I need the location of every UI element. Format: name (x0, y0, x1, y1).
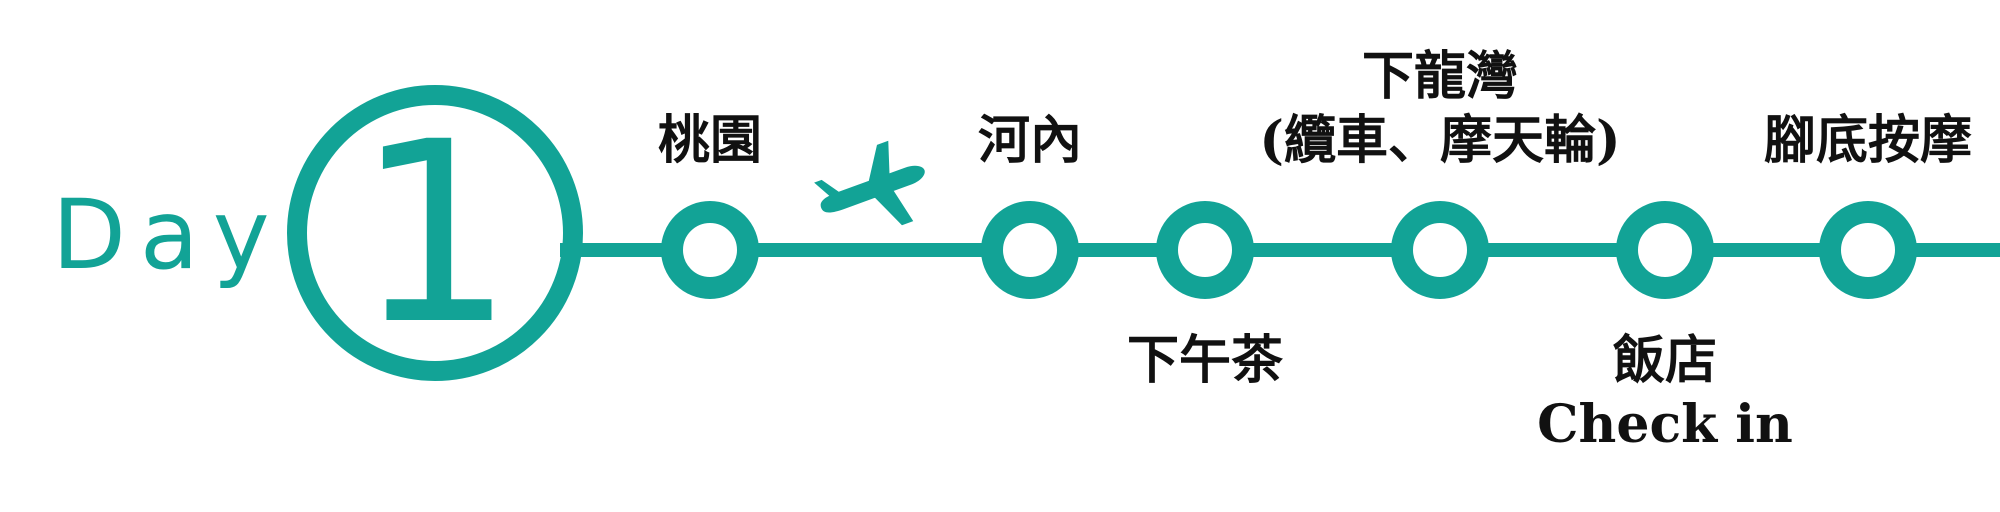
stop-node-afternoon-tea (1156, 201, 1254, 299)
stop-node-hanoi (981, 201, 1079, 299)
stop-label-hotel-line-2: Check in (1537, 394, 1793, 455)
stop-label-hotel-line-1: 飯店 (1613, 330, 1717, 391)
stop-node-foot-massage (1819, 201, 1917, 299)
stop-label-halong-bay-line-2: (纜車、摩天輪) (1259, 110, 1620, 171)
stop-label-foot-massage: 腳底按摩 (1764, 110, 1972, 171)
day-number: 1 (355, 88, 514, 379)
day-label: Day (52, 179, 284, 291)
day-number-circle (287, 85, 583, 381)
stop-node-halong-bay (1391, 201, 1489, 299)
stop-node-hotel (1616, 201, 1714, 299)
stop-label-afternoon-tea: 下午茶 (1127, 330, 1284, 391)
stop-label-taoyuan: 桃園 (658, 110, 762, 171)
stop-label-hanoi: 河內 (978, 110, 1082, 171)
airplane-icon (814, 140, 925, 226)
stop-label-halong-bay-line-1: 下龍灣 (1362, 46, 1518, 107)
stop-node-taoyuan (661, 201, 759, 299)
